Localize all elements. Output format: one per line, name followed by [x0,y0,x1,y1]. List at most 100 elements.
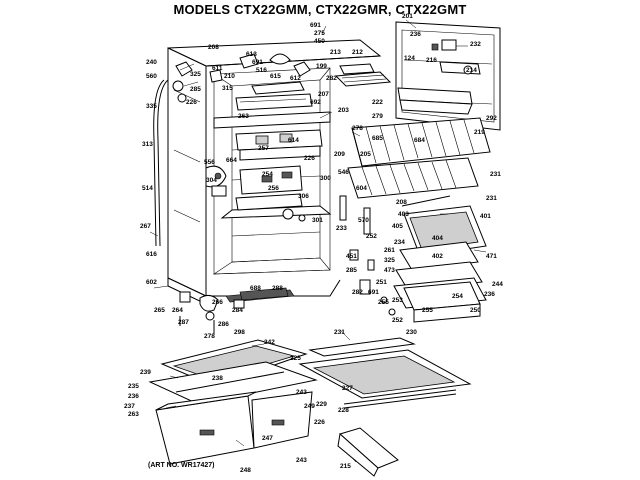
callout-205: 205 [360,151,371,158]
callout-315: 315 [222,85,233,92]
callout-301: 301 [312,217,323,224]
callout-247: 247 [262,435,273,442]
callout-226: 226 [314,419,325,426]
callout-255: 255 [422,307,433,314]
callout-240: 240 [146,59,157,66]
callout-228: 228 [338,407,349,414]
callout-242: 242 [264,339,275,346]
callout-691: 691 [252,59,263,66]
callout-261: 261 [384,247,395,254]
crisper-frame [148,361,318,405]
callout-611: 611 [212,65,223,72]
drain-tube [153,79,169,247]
callout-254: 254 [262,171,273,178]
callout-236: 236 [410,31,421,38]
callout-602: 602 [146,279,157,286]
callout-325: 325 [384,257,395,264]
callout-298: 298 [234,329,245,336]
callout-613: 613 [246,51,257,58]
callout-203: 203 [338,107,349,114]
callout-215: 215 [340,463,351,470]
light-and-switch-assembly [235,165,306,222]
callout-288: 288 [272,285,283,292]
callout-213: 213 [330,49,341,56]
freezer-door-bins [397,61,481,115]
callout-284: 284 [232,307,243,314]
diagram-title: MODELS CTX22GMM, CTX22GMR, CTX22GMT [173,2,467,17]
callout-216: 216 [426,57,437,64]
callout-labels: 691 275 450 201 232 236 208 613 691 213 … [124,13,503,474]
callout-691: 691 [368,289,379,296]
callout-233: 233 [336,225,347,232]
callout-570: 570 [358,217,369,224]
callout-230: 230 [406,329,417,336]
callout-209: 209 [334,151,345,158]
callout-252: 252 [366,233,377,240]
callout-450: 450 [314,38,325,45]
wire-shelf-upper [351,117,491,167]
evaporator-cover [235,81,313,111]
callout-615: 615 [270,73,281,80]
callout-229: 229 [316,401,327,408]
callout-516: 516 [256,67,267,74]
callout-235: 235 [128,383,139,390]
callout-471: 471 [486,253,497,260]
wire-shelf-middle [347,157,479,199]
callout-612: 612 [290,75,301,82]
callout-685: 685 [372,135,383,142]
callout-325: 325 [190,71,201,78]
callout-614: 614 [288,137,299,144]
callout-279: 279 [372,113,383,120]
freezer-door [395,21,501,131]
shelf-supports [339,195,396,316]
callout-222: 222 [372,99,383,106]
callout-451: 451 [346,253,357,260]
callout-556: 556 [204,159,215,166]
callout-691: 691 [310,22,321,29]
callout-231: 231 [490,171,501,178]
callout-266: 266 [212,299,223,306]
callout-401: 401 [480,213,491,220]
callout-237: 237 [124,403,135,410]
callout-227: 227 [342,385,353,392]
callout-684: 684 [414,137,425,144]
lower-shelf-rails [298,337,472,409]
callout-300: 300 [320,175,331,182]
callout-306: 306 [298,193,309,200]
callout-263: 263 [128,411,139,418]
callout-267: 267 [140,223,151,230]
callout-201: 201 [402,13,413,20]
callout-255: 255 [378,299,389,306]
callout-249: 249 [304,403,315,410]
callout-514: 514 [142,185,153,192]
callout-616: 616 [146,251,157,258]
callout-248: 248 [240,467,251,474]
callout-604: 604 [356,185,367,192]
callout-199: 199 [316,63,327,70]
callout-664: 664 [226,157,237,164]
callout-278: 278 [352,125,363,132]
callout-207: 207 [318,91,329,98]
callout-292: 292 [486,115,497,122]
callout-214: 214 [466,67,477,74]
callout-243: 243 [296,457,307,464]
callout-124: 124 [404,55,415,62]
callout-473: 473 [384,267,395,274]
callout-231: 231 [486,195,497,202]
snack-pan-assembly [403,281,481,323]
left-side-components [205,165,227,197]
callout-236: 236 [128,393,139,400]
callout-236: 236 [484,291,495,298]
callout-335: 335 [146,103,157,110]
dairy-door-bin [337,427,399,477]
callout-232: 232 [470,41,481,48]
callout-208: 208 [396,199,407,206]
callout-285: 285 [190,86,201,93]
bottom-grille-and-feet [179,287,289,334]
callout-304: 304 [206,177,217,184]
callout-275: 275 [314,30,325,37]
callout-210: 210 [224,73,235,80]
callout-405: 405 [392,223,403,230]
callout-239: 239 [140,369,151,376]
